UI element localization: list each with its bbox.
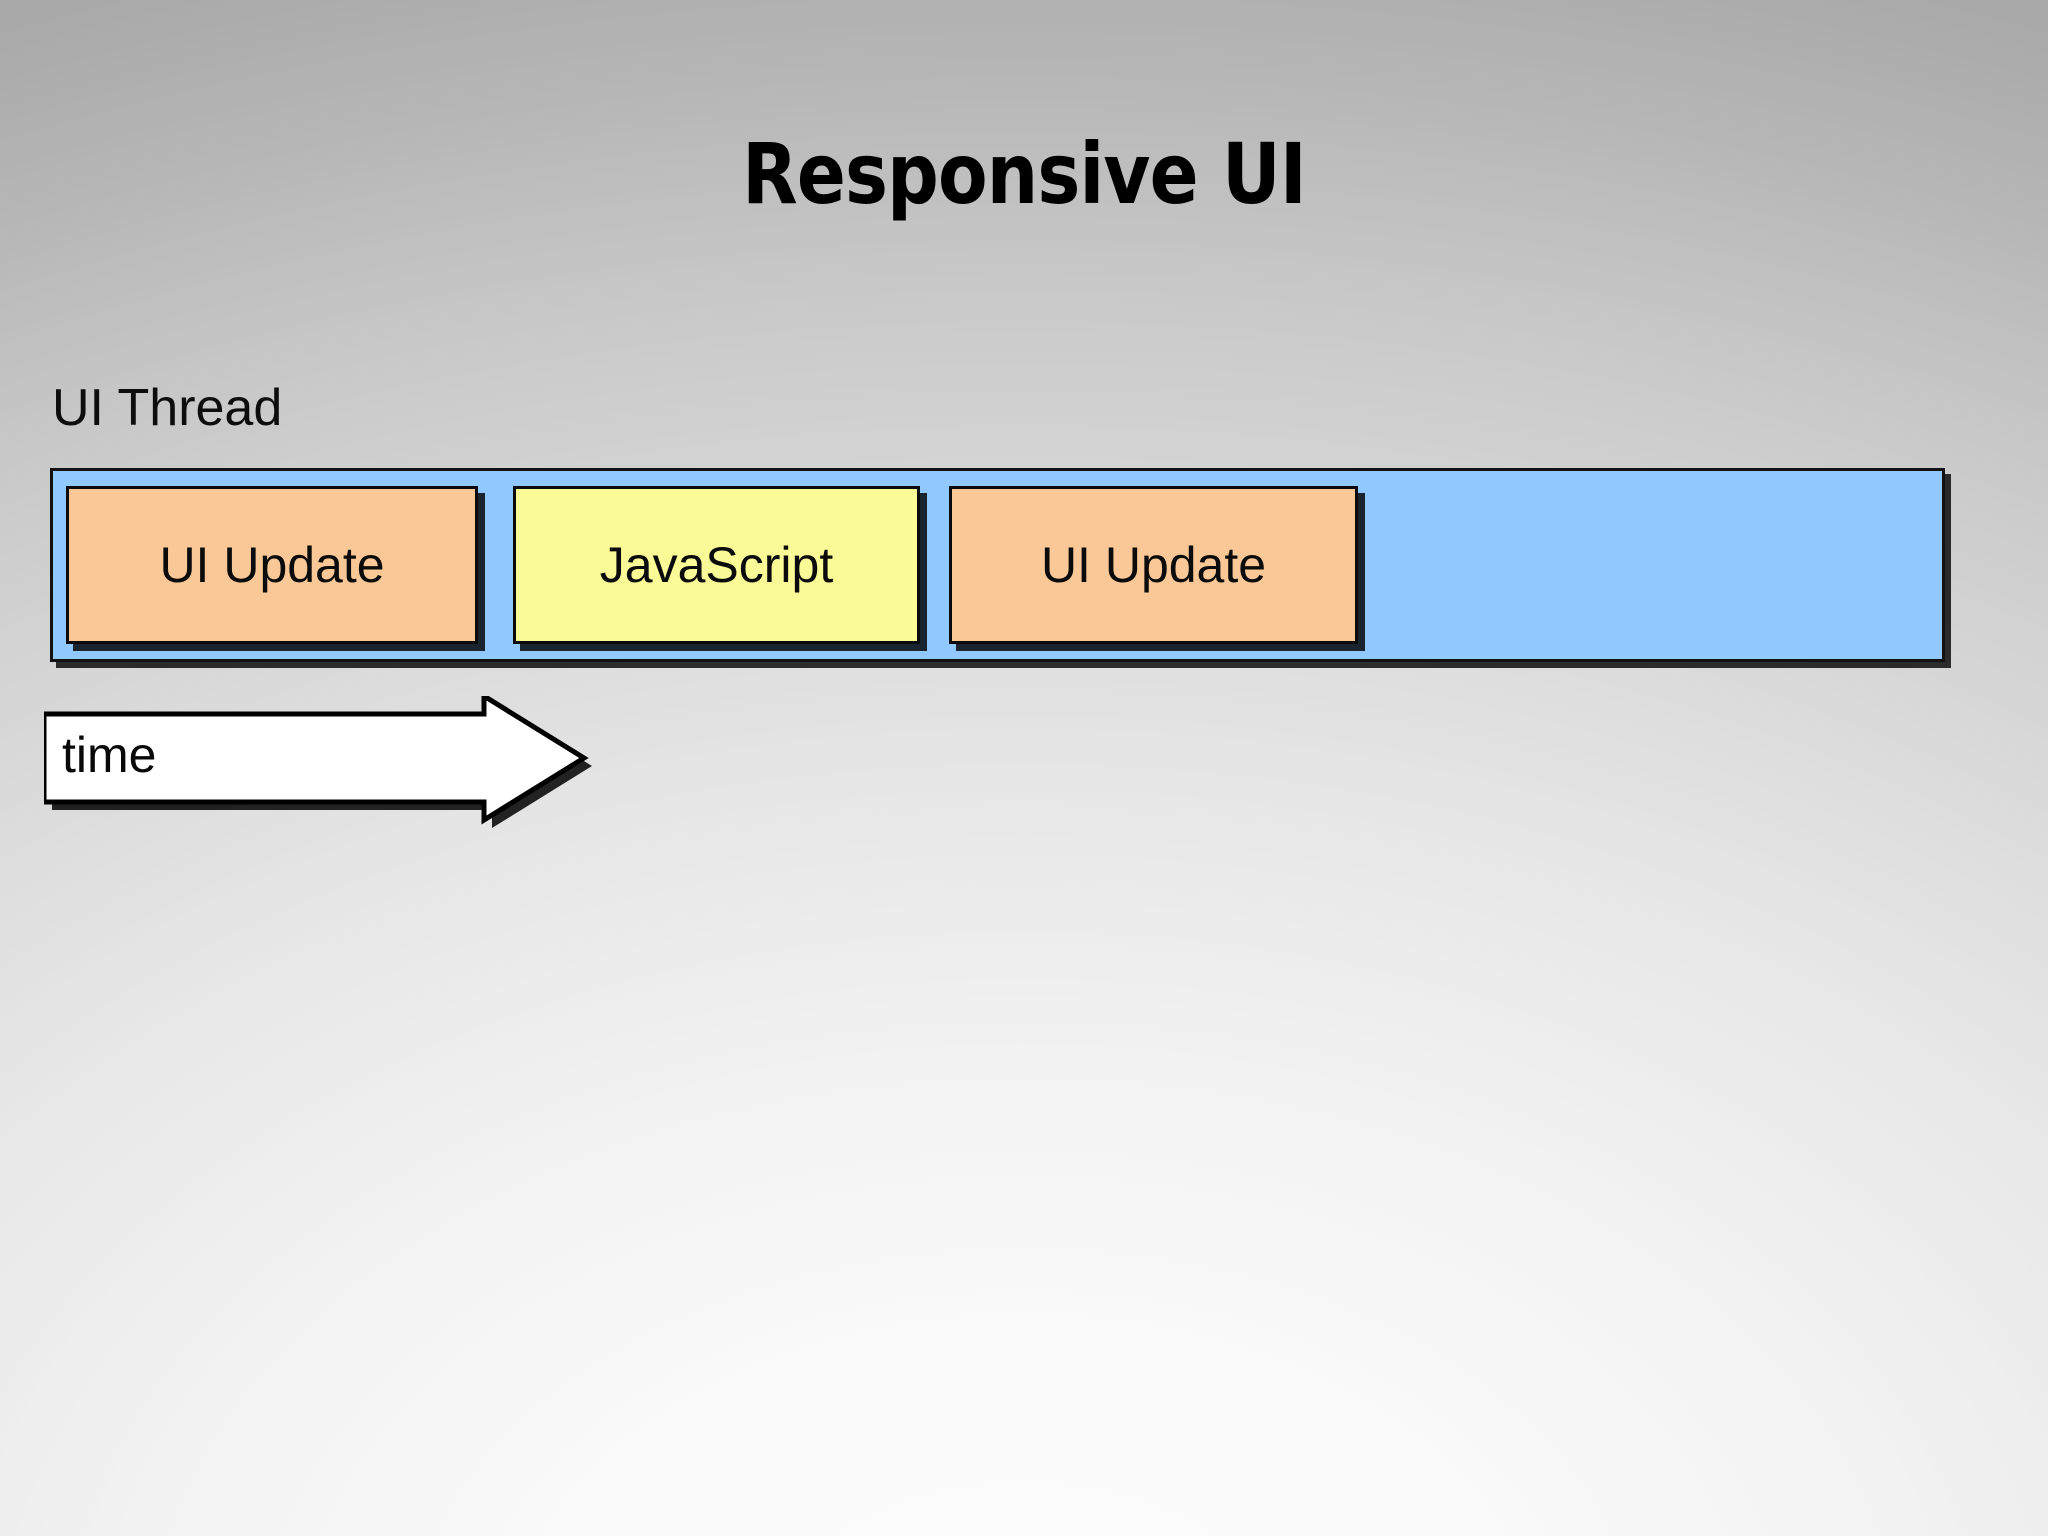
timeline-segment-label: UI Update bbox=[159, 537, 385, 593]
arrow-right-icon bbox=[44, 696, 592, 828]
timeline-segment-label: UI Update bbox=[1040, 537, 1267, 593]
timeline-segment-javascript[interactable]: JavaScript bbox=[513, 486, 920, 644]
page-title: Responsive UI bbox=[742, 125, 1307, 223]
ui-thread-track: UI Update JavaScript UI Update bbox=[50, 468, 1945, 662]
timeline-segment-ui-update-1[interactable]: UI Update bbox=[66, 486, 478, 644]
ui-thread-label: UI Thread bbox=[52, 379, 283, 437]
time-axis-arrow bbox=[44, 696, 744, 836]
timeline-segment-ui-update-2[interactable]: UI Update bbox=[949, 486, 1358, 644]
timeline-segment-label: JavaScript bbox=[599, 537, 834, 593]
time-axis-label: time bbox=[62, 727, 157, 783]
